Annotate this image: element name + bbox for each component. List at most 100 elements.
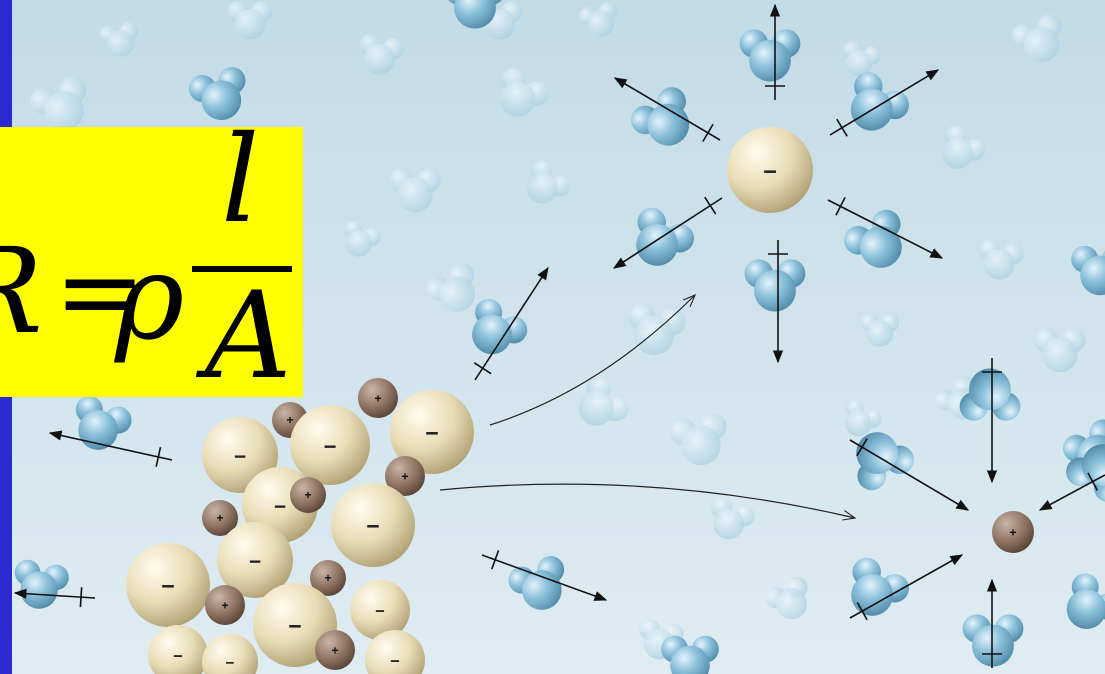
anion: −	[126, 543, 210, 627]
water-molecule	[851, 557, 909, 616]
minus-sign: −	[226, 655, 235, 672]
dipole-arrow	[612, 196, 723, 269]
dipole-arrow	[13, 587, 96, 608]
background-water-molecule	[227, 1, 273, 40]
minus-sign: −	[288, 613, 302, 639]
plus-sign: +	[286, 413, 293, 427]
molecule-layer: −+++−−−+−++−−+−+−−−−−+	[13, 0, 1105, 674]
anion: −	[217, 522, 293, 598]
anion: −	[331, 483, 415, 567]
water-molecule	[448, 0, 502, 29]
anion: −	[390, 390, 474, 474]
plus-sign: +	[304, 488, 311, 502]
formula-fraction-bar	[192, 266, 292, 272]
water-molecule	[744, 259, 806, 312]
water-molecule	[472, 298, 528, 355]
plus-sign: +	[331, 643, 338, 657]
dipole-arrow	[765, 3, 785, 100]
minus-sign: −	[324, 434, 337, 459]
minus-sign: −	[249, 550, 261, 573]
anion: −	[350, 580, 410, 640]
minus-sign: −	[763, 159, 777, 185]
background-water-molecule	[628, 303, 686, 356]
water-molecule	[959, 368, 1021, 421]
dipole-arrow	[768, 240, 788, 364]
anion: −	[202, 634, 258, 674]
dipole-arrow	[827, 197, 944, 259]
background-water-molecule	[426, 262, 476, 312]
water-molecule	[1071, 245, 1105, 296]
background-water-molecule	[30, 77, 87, 131]
formula-length-symbol: l	[221, 127, 260, 250]
cation: +	[290, 477, 326, 513]
background-water-molecule	[389, 168, 441, 213]
water-molecule	[661, 635, 719, 674]
plus-sign: +	[324, 571, 331, 585]
cation: +	[205, 585, 245, 625]
water-molecule	[856, 432, 914, 491]
water-molecule	[844, 209, 902, 268]
water-molecule	[1066, 444, 1105, 503]
water-molecule	[962, 614, 1024, 667]
background-water-molecule	[1034, 328, 1086, 373]
ionic-crystal: ++−−−+−++−−+−+−−−−−+	[126, 378, 474, 674]
water-molecule	[739, 29, 801, 82]
water-molecule	[14, 559, 69, 609]
background-water-molecule	[99, 22, 138, 57]
dipole-arrow	[1038, 472, 1105, 511]
background-water-molecule	[499, 67, 549, 117]
anion: −	[148, 625, 208, 674]
water-molecule	[630, 87, 690, 146]
minus-sign: −	[234, 445, 246, 468]
minus-sign: −	[274, 495, 286, 518]
background-water-molecule	[579, 1, 617, 37]
background-water-molecule	[669, 413, 727, 466]
background-water-molecule	[343, 220, 382, 257]
background-water-molecule	[1011, 14, 1062, 63]
dipole-arrow	[481, 550, 608, 601]
water-molecule	[850, 72, 910, 131]
minus-sign: −	[375, 603, 385, 621]
water-molecule	[636, 207, 694, 266]
plus-sign: +	[221, 598, 228, 612]
cation: +	[315, 630, 355, 670]
background-water-molecule	[860, 313, 900, 347]
formula-resistance-symbol: R	[0, 232, 43, 350]
anion: −	[365, 630, 425, 674]
anion: −	[727, 127, 813, 213]
background-water-molecule	[844, 399, 882, 437]
resistance-formula: R = ρ l A	[0, 127, 303, 397]
background-water-molecule	[942, 125, 986, 169]
plus-sign: +	[374, 391, 381, 405]
dipole-arrow	[982, 358, 1002, 484]
background-water-molecule	[843, 41, 881, 77]
formula-area-symbol: A	[205, 267, 292, 397]
minus-sign: −	[425, 420, 439, 446]
plus-sign: +	[216, 511, 223, 525]
background-water-molecule	[578, 376, 629, 426]
minus-sign: −	[161, 573, 175, 599]
plus-sign: +	[1009, 526, 1016, 540]
anion: −	[290, 405, 370, 485]
background-water-molecule	[979, 239, 1024, 280]
dipole-arrow	[849, 554, 964, 621]
minus-sign: −	[173, 648, 183, 666]
dipole-arrow	[982, 578, 1002, 668]
water-molecule	[188, 67, 246, 121]
dipole-arrow	[613, 77, 721, 142]
formula-resistivity-symbol: ρ	[115, 228, 185, 366]
background-water-molecule	[359, 34, 404, 75]
dipole-arrow	[473, 266, 549, 381]
cation: +	[992, 511, 1034, 553]
water-molecule	[1066, 573, 1105, 629]
cation: +	[358, 378, 398, 418]
minus-sign: −	[366, 513, 380, 539]
formula-equals-sign: =	[54, 227, 147, 355]
minus-sign: −	[390, 653, 400, 671]
dipole-arrow	[829, 69, 940, 137]
background-water-molecule	[526, 160, 571, 204]
background-water-molecule	[711, 497, 755, 540]
cation-trajectory-arrow	[439, 483, 857, 521]
